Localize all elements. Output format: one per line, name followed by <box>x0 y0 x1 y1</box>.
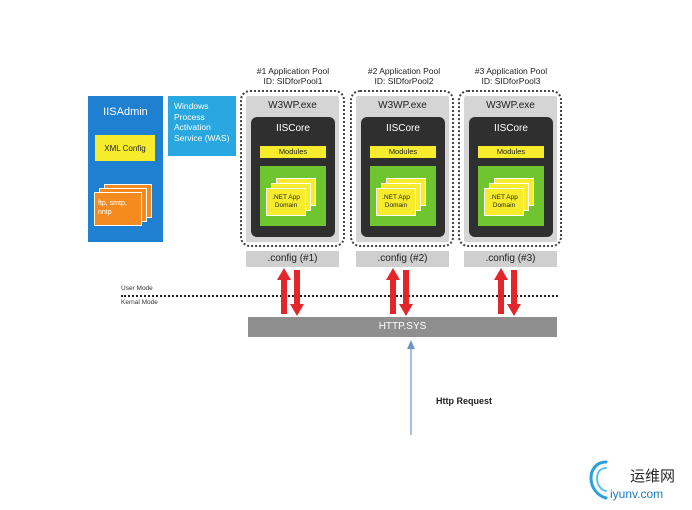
http-request-label: Http Request <box>436 396 492 406</box>
was-box: Windows Process Activation Service (WAS) <box>168 96 236 156</box>
pool-2-app-line-1: .NET App <box>382 194 410 201</box>
pool-1-app-line-2: Domain <box>274 202 298 209</box>
protocols-stack: ftp, smtp, nntp <box>94 184 154 228</box>
pool-2-name: #2 Application Pool <box>367 66 441 76</box>
protocols-line-2: nntp <box>98 209 112 216</box>
pool-3-name: #3 Application Pool <box>474 66 548 76</box>
pool-3-app-line-1: .NET App <box>490 194 518 201</box>
iyunv-logo-icon <box>589 460 608 500</box>
watermark-url: iyunv.com <box>610 487 664 501</box>
http-request-arrow-icon <box>407 340 415 435</box>
was-line-3: Activation <box>174 122 211 132</box>
pool-2-w3wp-title: W3WP.exe <box>378 100 427 111</box>
pool-1-name: #1 Application Pool <box>256 66 330 76</box>
pool-1-iiscore-title: IISCore <box>276 123 310 134</box>
pool-1-frame <box>240 90 345 247</box>
pool-3-io-arrows <box>494 268 521 316</box>
watermark-cn: 运维网 <box>630 468 676 485</box>
pool-1-modules: Modules <box>260 146 326 158</box>
was-line-4: Service (WAS) <box>174 132 230 143</box>
httpsys-bar: HTTP.SYS <box>248 317 557 337</box>
iisadmin-box: IISAdmin XML Config ftp, smtp, nntp <box>88 96 163 242</box>
pool-2-iiscore-title: IISCore <box>386 123 420 134</box>
pool-1-w3wp-title: W3WP.exe <box>268 100 317 111</box>
pool-2-app-card-front: .NET App Domain <box>376 188 416 216</box>
pool-2-id: ID: SIDforPool2 <box>374 76 434 86</box>
pool-3-id: ID: SIDforPool3 <box>481 76 541 86</box>
pool-3-config: .config (#3) <box>464 251 557 267</box>
mode-boundary-line <box>121 295 558 297</box>
user-mode-label: User Mode <box>121 285 153 292</box>
pool-2-modules: Modules <box>370 146 436 158</box>
was-line-2: Process <box>174 111 205 122</box>
pool-3-iiscore-title: IISCore <box>494 123 528 134</box>
pool-1-app-line-1: .NET App <box>272 194 300 201</box>
pool-2-app-line-2: Domain <box>384 202 408 209</box>
pool-1-id: ID: SIDforPool1 <box>263 76 323 86</box>
pool-3-app-card-front: .NET App Domain <box>484 188 524 216</box>
iisadmin-title: IISAdmin <box>103 106 148 118</box>
pool-2-frame <box>350 90 454 247</box>
pool-2-io-arrows <box>386 268 413 316</box>
protocol-card-front: ftp, smtp, nntp <box>94 192 142 226</box>
kernel-mode-label: Kernal Mode <box>121 299 158 306</box>
was-line-1: Windows <box>174 101 209 111</box>
protocols-line-1: ftp, smtp, <box>98 200 127 207</box>
pool-1-label: #1 Application Pool ID: SIDforPool1 <box>238 66 348 86</box>
pool-1-app-card-front: .NET App Domain <box>266 188 306 216</box>
xml-config-box: XML Config <box>95 135 155 161</box>
pool-3-label: #3 Application Pool ID: SIDforPool3 <box>456 66 566 86</box>
pool-3-w3wp-title: W3WP.exe <box>486 100 535 111</box>
pool-3-modules: Modules <box>478 146 544 158</box>
pool-1-io-arrows <box>277 268 304 316</box>
pool-2-label: #2 Application Pool ID: SIDforPool2 <box>349 66 459 86</box>
pool-2-appdomain-area: .NET App Domain <box>370 166 436 226</box>
pool-1-appdomain-area: .NET App Domain <box>260 166 326 226</box>
pool-3-frame <box>458 90 562 247</box>
pool-2-config: .config (#2) <box>356 251 449 267</box>
pool-3-app-line-2: Domain <box>492 202 516 209</box>
pool-1-config: .config (#1) <box>246 251 339 267</box>
pool-3-appdomain-area: .NET App Domain <box>478 166 544 226</box>
